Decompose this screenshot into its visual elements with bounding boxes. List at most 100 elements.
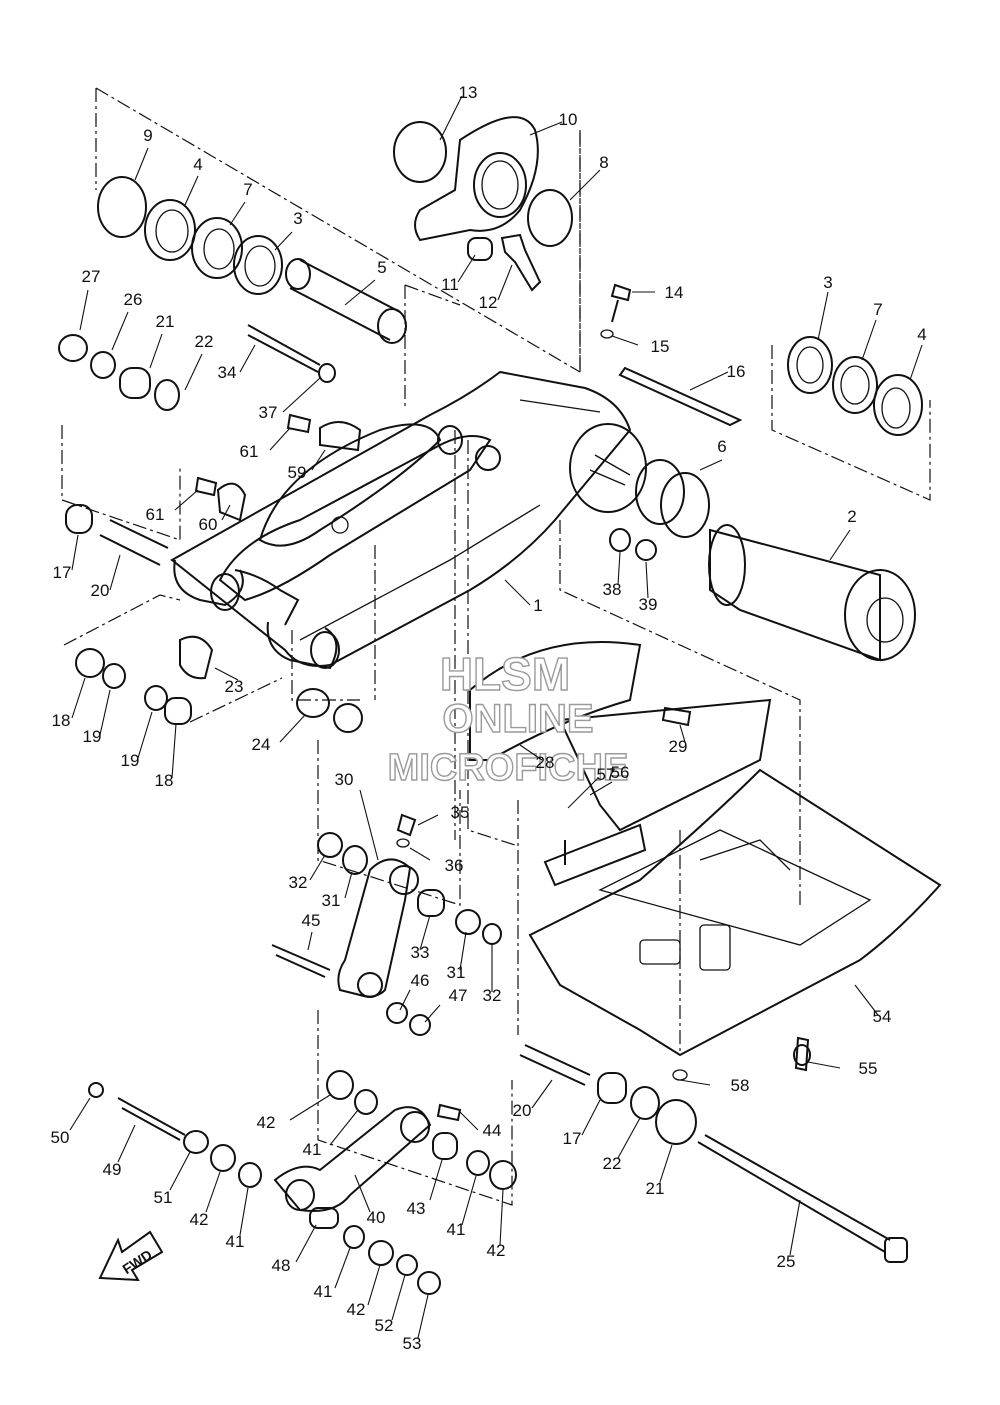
small-fasteners bbox=[194, 283, 810, 1122]
callout-24: 24 bbox=[252, 735, 271, 754]
leader-49 bbox=[117, 1124, 136, 1163]
leader-43 bbox=[429, 1159, 443, 1201]
callout-36: 36 bbox=[445, 856, 464, 875]
callout-47: 47 bbox=[449, 986, 468, 1005]
leader-27 bbox=[79, 289, 89, 331]
mud-guard bbox=[528, 768, 942, 1057]
watermark: HLSM ONLINE MICROFICHE bbox=[387, 647, 629, 789]
leader-3b bbox=[817, 291, 829, 341]
callout-40: 40 bbox=[367, 1208, 386, 1227]
callout-16: 16 bbox=[727, 362, 746, 381]
leader-29 bbox=[679, 724, 686, 743]
leader-48 bbox=[295, 1224, 317, 1263]
callout-55: 55 bbox=[859, 1059, 878, 1078]
leader-41 bbox=[329, 1109, 359, 1146]
leader-17 bbox=[71, 534, 79, 571]
leader-30 bbox=[359, 789, 379, 861]
callout-27: 27 bbox=[82, 267, 101, 286]
leader-22b bbox=[617, 1117, 641, 1159]
leader-52 bbox=[391, 1274, 406, 1321]
relay-arm bbox=[271, 832, 502, 1036]
watermark-line-2: ONLINE bbox=[442, 697, 593, 741]
callout-22: 22 bbox=[195, 332, 214, 351]
callout-41c: 41 bbox=[447, 1220, 466, 1239]
leader-21 bbox=[149, 333, 163, 369]
callout-17: 17 bbox=[53, 563, 72, 582]
leader-4b bbox=[909, 344, 923, 381]
pivot-bearing-stack bbox=[97, 176, 407, 344]
callout-58: 58 bbox=[731, 1076, 750, 1095]
leader-16 bbox=[689, 371, 729, 391]
pivot-shaft bbox=[519, 1044, 908, 1263]
callout-42c: 42 bbox=[487, 1241, 506, 1260]
callout-1: 1 bbox=[533, 596, 542, 615]
leader-3 bbox=[274, 231, 293, 251]
callout-8: 8 bbox=[599, 153, 608, 172]
callout-12: 12 bbox=[479, 293, 498, 312]
callout-19b: 19 bbox=[121, 751, 140, 770]
callout-15: 15 bbox=[651, 337, 670, 356]
swingarm-body bbox=[170, 370, 647, 670]
leader-10 bbox=[529, 121, 563, 136]
callout-42b: 42 bbox=[190, 1210, 209, 1229]
callout-42: 42 bbox=[257, 1113, 276, 1132]
leader-54 bbox=[854, 984, 879, 1016]
callout-numbers: 13 10 8 9 4 7 3 5 11 12 14 15 16 3 7 4 2… bbox=[51, 83, 927, 1353]
leader-17b bbox=[581, 1099, 601, 1136]
leader-7b bbox=[861, 319, 877, 361]
leader-60 bbox=[221, 504, 231, 521]
leader-37 bbox=[282, 377, 321, 413]
leader-lines bbox=[69, 95, 923, 1339]
leader-19b bbox=[137, 711, 153, 759]
leader-25 bbox=[789, 1199, 801, 1256]
fwd-arrow: FWD bbox=[98, 1230, 164, 1282]
leader-15 bbox=[611, 335, 639, 346]
leader-34 bbox=[239, 344, 256, 373]
leader-39 bbox=[645, 561, 649, 599]
leader-47 bbox=[424, 1004, 441, 1023]
callout-46: 46 bbox=[411, 971, 430, 990]
callout-52: 52 bbox=[375, 1316, 394, 1335]
callout-49: 49 bbox=[103, 1160, 122, 1179]
leader-61b bbox=[174, 489, 199, 511]
callout-41: 41 bbox=[303, 1140, 322, 1159]
callout-29: 29 bbox=[669, 737, 688, 756]
leader-20b bbox=[531, 1079, 553, 1109]
leader-20 bbox=[109, 554, 121, 591]
leader-33 bbox=[419, 914, 431, 951]
callout-11: 11 bbox=[441, 275, 459, 294]
callout-48: 48 bbox=[272, 1256, 291, 1275]
leader-18 bbox=[71, 677, 86, 719]
leader-61 bbox=[269, 427, 291, 451]
leader-41d bbox=[334, 1247, 351, 1289]
callout-57: 57 bbox=[597, 765, 616, 784]
callout-7: 7 bbox=[243, 180, 252, 199]
callout-7b: 7 bbox=[873, 300, 882, 319]
callout-9: 9 bbox=[143, 126, 152, 145]
leader-12 bbox=[497, 264, 513, 301]
callout-44: 44 bbox=[483, 1121, 502, 1140]
callout-14: 14 bbox=[665, 283, 684, 302]
callout-32b: 32 bbox=[483, 986, 502, 1005]
callout-43: 43 bbox=[407, 1199, 426, 1218]
callout-39: 39 bbox=[639, 595, 658, 614]
callout-22b: 22 bbox=[603, 1154, 622, 1173]
callout-41d: 41 bbox=[314, 1282, 333, 1301]
leader-58 bbox=[679, 1079, 711, 1086]
callout-6: 6 bbox=[717, 437, 726, 456]
callout-61: 61 bbox=[240, 442, 259, 461]
callout-30: 30 bbox=[335, 770, 354, 789]
callout-37: 37 bbox=[259, 403, 278, 422]
leader-53 bbox=[417, 1294, 429, 1339]
callout-32: 32 bbox=[289, 873, 308, 892]
callout-18b: 18 bbox=[155, 771, 174, 790]
callout-35: 35 bbox=[451, 803, 470, 822]
leader-9 bbox=[134, 147, 149, 181]
callout-5: 5 bbox=[377, 258, 386, 277]
leader-57 bbox=[567, 777, 599, 809]
callout-20b: 20 bbox=[513, 1101, 532, 1120]
watermark-line-3: MICROFICHE bbox=[388, 747, 629, 789]
callout-50: 50 bbox=[51, 1128, 70, 1147]
leader-46 bbox=[399, 989, 411, 1011]
callout-4: 4 bbox=[193, 155, 202, 174]
